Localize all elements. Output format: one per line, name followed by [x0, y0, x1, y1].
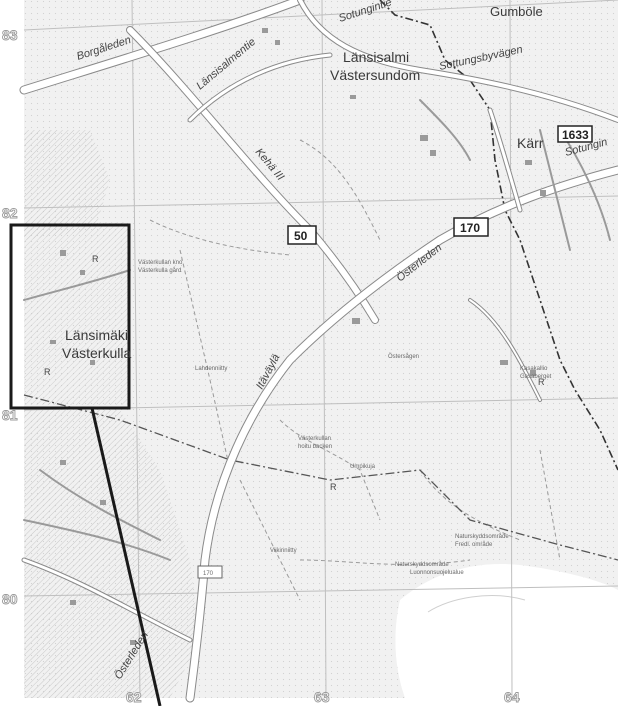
svg-text:170: 170: [460, 221, 480, 235]
label-gasaberget: Gasaberget: [520, 374, 552, 380]
pointer-line: [90, 407, 162, 706]
buildings: [50, 28, 546, 645]
label-naturskydd-1: Naturskyddsområde: [455, 533, 509, 540]
label-vasterkullan: Västerkullan kno: [138, 260, 183, 266]
roads: [19, 0, 618, 703]
svg-text:1633: 1633: [562, 128, 589, 142]
label-umpikuja: Umpikuja: [350, 464, 376, 470]
highlight-box: [9, 223, 131, 410]
municipal-boundary: [379, 0, 618, 471]
place-vasterkulla: Västerkulla: [62, 345, 131, 361]
label-naturskydd-3: Naturskyddsområde: [395, 561, 449, 568]
place-lansimaki: Länsimäki: [65, 327, 128, 343]
label-naturskydd-2: Fredl. område: [455, 541, 493, 548]
grid-label-80: 80: [2, 591, 18, 607]
grid-label-62: 62: [126, 689, 142, 705]
route-shield-170: 170: [453, 217, 489, 237]
label-vasterkullan-hoitu: Västerkullan: [298, 436, 331, 442]
lake-area: [395, 564, 618, 698]
label-luonnonsuojelualue: Luonnonsuojelualue: [410, 570, 464, 576]
r-marker: R: [92, 254, 99, 264]
grid-label-82: 82: [2, 205, 18, 221]
place-karr: Kärr: [517, 135, 544, 151]
label-ostersagen: Östersågen: [388, 353, 419, 360]
grid-label-64: 64: [504, 689, 520, 705]
place-vastersundom: Västersundom: [330, 67, 420, 83]
grid-label-63: 63: [314, 689, 330, 705]
grid-label-81: 81: [2, 407, 18, 423]
place-lansisalmi: Länsisalmi: [343, 49, 409, 65]
r-marker: R: [44, 367, 51, 377]
place-gumbole: Gumböle: [490, 4, 543, 19]
label-hoitu-sub: hoitu backen: [298, 444, 332, 450]
label-lahdenniitty: Lahdenniitty: [195, 366, 227, 372]
route-shield-50: 50: [287, 225, 317, 245]
route-shield-170-south: 170: [197, 565, 223, 579]
svg-text:170: 170: [203, 571, 214, 577]
r-marker: R: [538, 377, 545, 387]
svg-text:50: 50: [294, 229, 308, 243]
label-vasterkulla-gard: Västerkulla gård: [138, 267, 181, 274]
r-marker: R: [330, 482, 337, 492]
urban-area-west: [24, 130, 110, 240]
grid-label-83: 83: [2, 27, 18, 43]
route-shield-1633: 1633: [557, 125, 593, 143]
label-lahdenniitty-sv: Viikinniitty: [270, 548, 297, 554]
label-kasakallio: Kasakallio: [520, 366, 548, 372]
